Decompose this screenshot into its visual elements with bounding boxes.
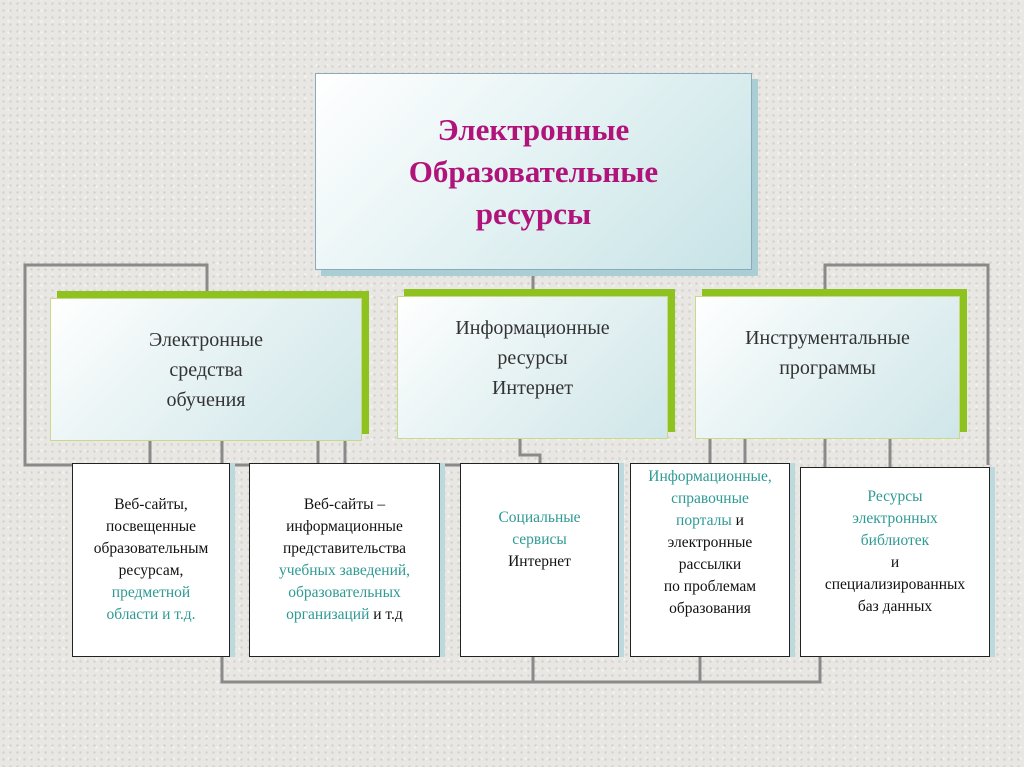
item-text-accent: Ресурсы bbox=[867, 488, 923, 505]
item-portals-mailing: Информационные, справочные порталы и эле… bbox=[630, 463, 790, 657]
item-text: и т.д bbox=[369, 606, 403, 623]
item-text: Веб-сайты – bbox=[303, 496, 386, 513]
item-text: баз данных bbox=[857, 598, 933, 615]
category-label: обучения bbox=[166, 388, 246, 411]
item-text: образования bbox=[669, 600, 751, 617]
category-e-learning-tools: Электронные средства обучения bbox=[50, 298, 362, 441]
item-digital-libraries: Ресурсы электронных библиотек и специали… bbox=[800, 467, 990, 657]
category-label: ресурсы bbox=[497, 346, 568, 369]
item-text-accent: Информационные, bbox=[648, 468, 772, 485]
item-text: специализированных bbox=[824, 576, 966, 593]
category-label: Интернет bbox=[491, 376, 574, 399]
item-text-accent: учебных заведений, bbox=[278, 562, 411, 579]
item-text-accent: библиотек bbox=[860, 532, 930, 549]
item-text: посвещенные bbox=[105, 518, 197, 535]
title-line: Образовательные bbox=[408, 153, 659, 189]
item-social-services: Социальные сервисы Интернет bbox=[460, 463, 619, 657]
item-text: образовательным bbox=[93, 540, 209, 557]
item-text-accent: организаций bbox=[286, 606, 370, 623]
item-text: по проблемам bbox=[663, 578, 757, 595]
item-text-accent: Социальные bbox=[498, 509, 581, 526]
category-label: Инструментальные bbox=[745, 326, 910, 349]
root-node-title: Электронные Образовательные ресурсы bbox=[315, 73, 752, 270]
item-educational-websites: Веб-сайты, посвещенные образовательным р… bbox=[72, 463, 230, 657]
item-text: и bbox=[890, 554, 900, 571]
category-label: Информационные bbox=[455, 316, 610, 339]
category-label: средства bbox=[169, 358, 243, 381]
item-institution-websites: Веб-сайты – информационные представитель… bbox=[249, 463, 440, 657]
category-label: Электронные bbox=[149, 328, 263, 351]
item-text: ресурсам, bbox=[118, 562, 184, 579]
item-text: электронные bbox=[667, 534, 753, 551]
item-text-accent: порталы bbox=[676, 512, 732, 529]
item-text-accent: области и т.д. bbox=[106, 606, 196, 623]
category-label: программы bbox=[779, 356, 876, 379]
item-text-accent: электронных bbox=[852, 510, 938, 527]
item-text: Веб-сайты, bbox=[114, 496, 188, 513]
item-text: рассылки bbox=[678, 556, 742, 573]
item-text: и bbox=[731, 512, 744, 529]
title-line: ресурсы bbox=[475, 195, 592, 231]
title-line: Электронные bbox=[437, 111, 630, 147]
item-text: информационные bbox=[286, 518, 403, 535]
item-text: представительства bbox=[282, 540, 407, 557]
item-text-accent: справочные bbox=[671, 490, 749, 507]
item-text-accent: предметной bbox=[111, 584, 191, 601]
category-tool-programs: Инструментальные программы bbox=[695, 296, 960, 439]
item-text-accent: сервисы bbox=[512, 531, 567, 548]
item-text: Интернет bbox=[508, 553, 571, 570]
item-text-accent: образовательных bbox=[288, 584, 401, 601]
